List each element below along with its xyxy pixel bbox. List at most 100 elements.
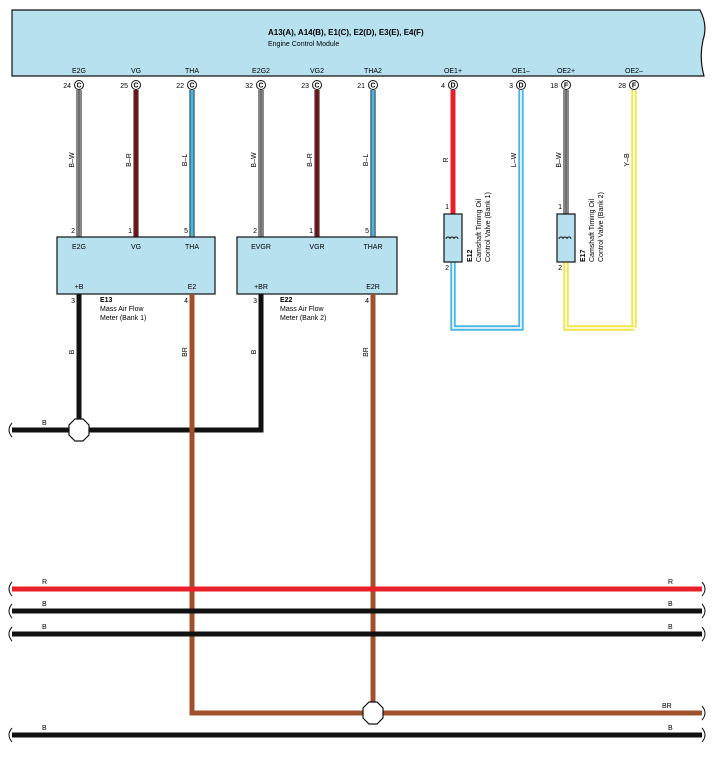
bus-break-icon <box>701 603 706 619</box>
terminal-name: VG <box>131 68 141 75</box>
power-bus-b <box>12 294 264 433</box>
terminal-pin: 32 <box>245 83 253 90</box>
connector-letter: D <box>518 83 523 90</box>
oil-control-valve-bank2: 1 2 E17 Camshaft Timing Oil Control Valv… <box>556 192 634 331</box>
bus-left-label: B <box>42 601 47 608</box>
valve1-name: Camshaft Timing Oil <box>476 199 483 262</box>
connector-letter: C <box>370 83 375 90</box>
terminal-pin: 25 <box>120 83 128 90</box>
ecm-terminal: VG2 23 C <box>301 68 324 90</box>
terminal-name: THA <box>185 68 199 75</box>
maf1-power-label: B <box>69 349 76 354</box>
wire-color-label: L–W <box>511 152 518 167</box>
connector-letter: C <box>258 83 263 90</box>
maf2-pin-number: 5 <box>365 228 369 235</box>
ecm-terminals: E2G 24 C VG 25 C THA 22 C E2G2 32 C VG2 <box>63 68 643 90</box>
connector-circle <box>131 80 141 90</box>
upper-wires <box>76 90 637 328</box>
maf1-pin-number: 3 <box>71 298 75 305</box>
maf1-pin-number: 5 <box>184 228 188 235</box>
ecm-subtitle: Engine Control Module <box>268 41 339 48</box>
connector-circle <box>629 80 639 90</box>
bus-break-icon <box>8 727 13 743</box>
bus-break-icon <box>8 603 13 619</box>
valve2-box <box>556 213 576 263</box>
maf1-pin-number: 2 <box>71 228 75 235</box>
wire-color-label: B–W <box>556 152 563 168</box>
maf2-pin-number: 3 <box>253 298 257 305</box>
valve1-name2: Control Valve (Bank 1) <box>485 192 492 262</box>
connector-circle <box>312 80 322 90</box>
valve2-return-wire-stripe <box>565 262 634 329</box>
valve2-name: Camshaft Timing Oil <box>589 199 596 262</box>
maf1-name2: Meter (Bank 1) <box>100 315 146 322</box>
valve1-id: E12 <box>467 249 474 262</box>
solenoid-coil-icon <box>445 236 459 240</box>
wire-color-label: B–W <box>251 152 258 168</box>
bus-break-icon <box>701 727 706 743</box>
connector-circle <box>368 80 378 90</box>
valve2-return-wire <box>563 262 634 331</box>
terminal-name: OE1– <box>512 68 530 75</box>
maf1-id: E13 <box>100 297 113 304</box>
wire-color-labels: B–W B–R B–L B–W B–R B–L R L–W B–W Y–B <box>69 152 631 168</box>
ecm-terminal: THA 22 C <box>176 68 199 90</box>
maf2-pin-label: THAR <box>363 244 382 251</box>
terminal-name: E2G2 <box>252 68 270 75</box>
ecm-terminal: OE1+ 4 D <box>441 68 462 90</box>
bus-right-label: B <box>668 601 673 608</box>
connector-circle <box>561 80 571 90</box>
connector-circle <box>74 80 84 90</box>
bus-right-label: R <box>668 579 673 586</box>
connector-letter: C <box>76 83 81 90</box>
bus-break-icon <box>8 581 13 597</box>
terminal-pin: 4 <box>441 83 445 90</box>
terminal-pin: 24 <box>63 83 71 90</box>
wire-color-label: R <box>443 157 450 162</box>
bus-right-label: BR <box>662 703 672 710</box>
terminal-pin: 23 <box>301 83 309 90</box>
valve1-pin-number: 2 <box>445 265 449 272</box>
ecm-terminal: OE2+ 18 F <box>550 68 575 90</box>
ecm-module: A13(A), A14(B), E1(C), E2(D), E3(E), E4(… <box>11 9 706 77</box>
solenoid-coil-icon <box>558 236 572 240</box>
lower-wires: B B B BR BR R R B B B B BR B B <box>8 294 706 743</box>
splice-point-icon <box>68 418 90 442</box>
valve1-return-wire-stripe <box>452 214 522 329</box>
ecm-terminal: VG 25 C <box>120 68 141 90</box>
maf1-name: Mass Air Flow <box>100 306 145 313</box>
wire-color-label: B–R <box>307 153 314 167</box>
valve2-id: E17 <box>580 249 587 262</box>
ecm-terminal: THA2 21 C <box>357 68 382 90</box>
connector-circle <box>187 80 197 90</box>
connector-circle <box>256 80 266 90</box>
maf-meter-bank2: EVGR VGR THAR 2 1 5 +BR E2R 3 4 E22 Mass… <box>236 228 398 322</box>
splice-point-icon <box>362 701 384 725</box>
maf1-pin-label: THA <box>185 244 199 251</box>
valve1-pin-number: 1 <box>445 204 449 211</box>
wire-color-label: B–L <box>182 154 189 167</box>
ecm-box <box>11 9 706 77</box>
bus-right-label: B <box>668 725 673 732</box>
maf1-ground-wire <box>189 294 702 716</box>
bus-break-icon <box>8 422 13 438</box>
connector-circle <box>448 80 458 90</box>
wire-color-label: B–W <box>69 152 76 168</box>
ecm-terminal: OE1– 3 D <box>509 68 530 90</box>
terminal-pin: 3 <box>509 83 513 90</box>
bus-left-label: B <box>42 624 47 631</box>
connector-letter: C <box>189 83 194 90</box>
maf2-pin-number: 1 <box>309 228 313 235</box>
maf1-pin-label: VG <box>131 244 141 251</box>
terminal-pin: 22 <box>176 83 184 90</box>
maf2-ground-label: BR <box>363 347 370 357</box>
maf2-pin-label: VGR <box>309 244 324 251</box>
bus-break-icon <box>8 626 13 642</box>
valve2-pin-number: 2 <box>558 265 562 272</box>
valve2-name2: Control Valve (Bank 2) <box>598 192 605 262</box>
maf2-name: Mass Air Flow <box>280 306 325 313</box>
terminal-name: OE2+ <box>557 68 575 75</box>
maf2-pin-label: EVGR <box>251 244 271 251</box>
maf2-box <box>236 236 398 295</box>
